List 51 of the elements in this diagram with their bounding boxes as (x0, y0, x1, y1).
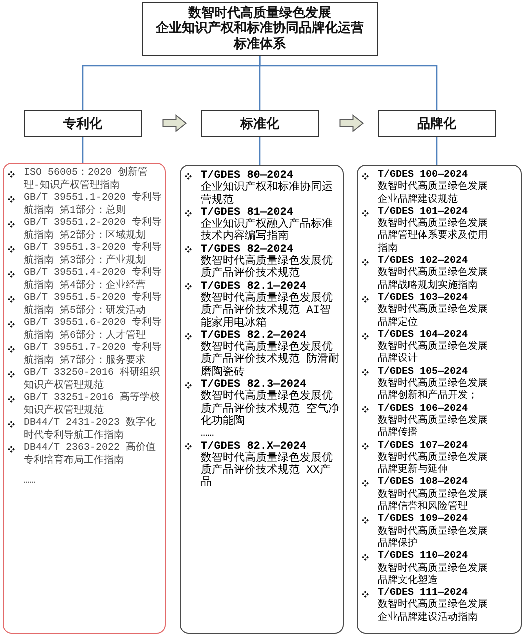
standard-entry: GB/T 39551.7-2020 专利导航指南 第7部分：服务要求 (24, 343, 163, 366)
standard-entry: DB44/T 2363-2022 高价值专利培育布局工作指南 (24, 443, 158, 468)
connector-line (82, 137, 84, 163)
title-box (142, 2, 378, 56)
standard-entry: T/GDES 101—2024 数智时代高质量绿色发展品牌管理体系要求及使用指南 (378, 206, 489, 256)
standard-entry: T/GDES 109—2024 数智时代高质量绿色发展品牌保护 (378, 514, 489, 550)
list-panel (357, 165, 522, 634)
ellipsis-text: …… (24, 476, 36, 488)
standard-entry: T/GDES 82.X—2024 数智时代高质量绿色发展优质产品评价技术规范 XX产品 (201, 440, 334, 490)
category-box (24, 110, 142, 137)
block-arrow (340, 114, 364, 133)
standard-entry: GB/T 33250-2016 科研组织知识产权管理规范 (24, 368, 162, 392)
standard-entry: GB/T 39551.3-2020 专利导航指南 第3部分：产业规划 (24, 243, 163, 266)
category-label: 专利化 (64, 116, 102, 132)
standard-entry: T/GDES 108—2024 数智时代高质量绿色发展品牌信誉和风险管理 (378, 477, 489, 514)
connector-line (259, 56, 438, 110)
connector-line (259, 137, 261, 165)
list-panel (3, 163, 166, 634)
standard-entry: GB/T 33251-2016 高等学校知识产权管理规范 (24, 393, 162, 416)
standard-entry: GB/T 39551.4-2020 专利导航指南 第4部分：企业经营 (24, 268, 163, 292)
connector-line (436, 137, 438, 165)
standard-entry: T/GDES 80—2024 企业知识产权和标准协同运营规范 (201, 170, 334, 207)
heading-text: 企业知识产权和标准协同品牌化运营标准体系 (154, 21, 365, 52)
standard-entry: T/GDES 82.2—2024 数智时代高质量绿色发展优质产品评价技术规范 防滑耐磨陶瓷砖 (201, 330, 341, 379)
standard-entry: GB/T 39551.1-2020 专利导航指南 第1部分：总则 (24, 193, 163, 216)
category-label: 品牌化 (418, 116, 456, 132)
standard-entry: T/GDES 111—2024 数智时代高质量绿色发展企业品牌建设活动指南 (378, 588, 489, 625)
list-panel (180, 165, 344, 634)
standard-entry: T/GDES 107—2024 数智时代高质量绿色发展品牌更新与延伸 (378, 440, 489, 476)
standard-entry: T/GDES 100—2024 数智时代高质量绿色发展企业品牌建设规范 (378, 170, 489, 206)
standard-entry: GB/T 39551.2-2020 专利导航指南 第2部分：区域规划 (24, 218, 163, 242)
standard-entry: GB/T 39551.6-2020 专利导航指南 第6部分：人才管理 (24, 318, 163, 342)
standard-entry: T/GDES 105—2024 数智时代高质量绿色发展品牌创新和产品开发； (378, 366, 489, 404)
category-box (378, 110, 496, 137)
heading-text: 数智时代高质量绿色发展 (187, 6, 332, 21)
block-arrow (162, 114, 188, 133)
standard-entry: T/GDES 82.1—2024 数智时代高质量绿色发展优质产品评价技术规范 AI智能家用电冰箱 (201, 280, 334, 330)
category-label: 标准化 (240, 116, 280, 132)
standard-entry: GB/T 39551.5-2020 专利导航指南 第5部分：研发活动 (24, 293, 163, 316)
standard-entry: T/GDES 81—2024 企业知识产权融入产品标准技术内容编写指南 (201, 206, 334, 244)
standard-entry: DB44/T 2431-2023 数字化时代专利导航工作指南 (24, 418, 158, 442)
standard-entry: T/GDES 82—2024 数智时代高质量绿色发展优质产品评价技术规范 (201, 244, 334, 281)
ellipsis-text: …… (201, 428, 214, 441)
standard-entry: T/GDES 104—2024 数智时代高质量绿色发展品牌设计 (378, 330, 489, 366)
standard-entry: T/GDES 82.3—2024 数智时代高质量绿色发展优质产品评价技术规范 空气净化功能陶 (201, 379, 341, 428)
standard-entry: T/GDES 102—2024 数智时代高质量绿色发展品牌战略规划实施指南 (378, 256, 489, 292)
standard-entry: ISO 56005：2020 创新管理-知识产权管理指南 (24, 168, 150, 192)
standard-entry: T/GDES 110—2024 数智时代高质量绿色发展品牌文化塑造 (378, 551, 489, 588)
standard-entry: T/GDES 106—2024 数智时代高质量绿色发展品牌传播 (378, 404, 489, 440)
category-box (201, 110, 319, 137)
standard-entry: T/GDES 103—2024 数智时代高质量绿色发展品牌定位 (378, 292, 489, 330)
